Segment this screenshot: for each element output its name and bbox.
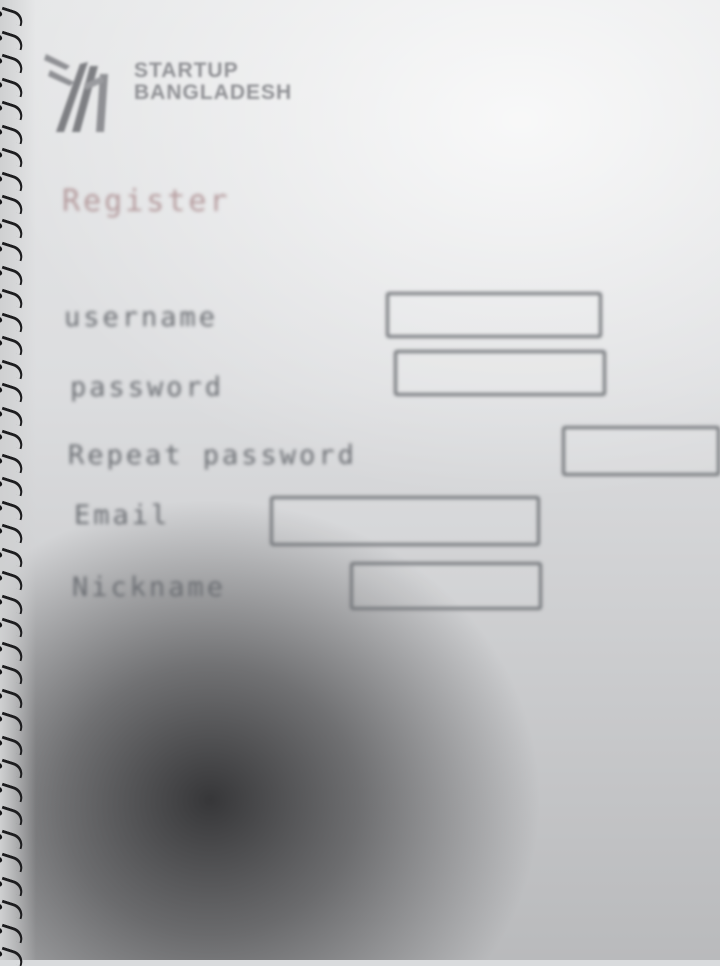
username-label: username	[64, 302, 219, 333]
spiral-ring	[0, 359, 26, 379]
spiral-binding	[0, 0, 36, 966]
spiral-ring	[0, 829, 26, 849]
spiral-ring	[0, 382, 26, 403]
spiral-ring	[0, 711, 26, 732]
email-label: Email	[74, 500, 171, 531]
spiral-ring	[0, 241, 26, 262]
spiral-ring	[0, 100, 26, 121]
spiral-ring	[0, 688, 26, 708]
nickname-input[interactable]	[350, 562, 542, 610]
spiral-ring	[0, 617, 26, 638]
repeat-password-input[interactable]	[562, 426, 720, 476]
spiral-ring	[0, 124, 26, 144]
logo-line-startup: STARTUP	[134, 59, 239, 82]
spiral-ring	[0, 453, 26, 473]
spiral-ring	[0, 265, 26, 285]
register-heading: Register	[62, 184, 231, 219]
spiral-ring	[0, 288, 26, 309]
logo-wordmark: STARTUP BANGLADESH	[134, 60, 292, 104]
spiral-ring	[0, 30, 26, 50]
spiral-ring	[0, 312, 26, 332]
spiral-ring	[0, 735, 26, 755]
spiral-ring	[0, 476, 26, 497]
spiral-ring	[0, 335, 26, 356]
spiral-ring	[0, 429, 26, 450]
spiral-ring	[0, 805, 26, 826]
password-input[interactable]	[394, 350, 606, 396]
spiral-ring	[0, 171, 26, 191]
spiral-ring	[0, 852, 26, 873]
spiral-ring	[0, 570, 26, 591]
spiral-ring	[0, 523, 26, 544]
username-input[interactable]	[386, 292, 602, 338]
logo-mark-icon	[44, 54, 108, 132]
spiral-ring	[0, 758, 26, 779]
spiral-ring	[0, 664, 26, 685]
spiral-ring	[0, 946, 26, 966]
spiral-ring	[0, 594, 26, 614]
spiral-ring	[0, 147, 26, 168]
spiral-ring	[0, 641, 26, 661]
spiral-ring	[0, 218, 26, 238]
password-label: password	[70, 372, 225, 403]
spiral-ring	[0, 899, 26, 920]
spiral-ring	[0, 406, 26, 426]
email-input[interactable]	[270, 496, 540, 546]
spiral-ring	[0, 6, 26, 27]
spiral-ring	[0, 547, 26, 567]
spiral-ring	[0, 876, 26, 896]
repeat-password-label: Repeat password	[68, 440, 357, 471]
spiral-ring	[0, 500, 26, 520]
spiral-ring	[0, 77, 26, 97]
spiral-ring	[0, 923, 26, 943]
nickname-label: Nickname	[72, 572, 227, 603]
spiral-ring	[0, 194, 26, 215]
spiral-ring	[0, 782, 26, 802]
startup-bangladesh-logo: STARTUP BANGLADESH	[40, 44, 360, 144]
spiral-ring	[0, 53, 26, 74]
logo-line-bangladesh: BANGLADESH	[134, 81, 293, 104]
